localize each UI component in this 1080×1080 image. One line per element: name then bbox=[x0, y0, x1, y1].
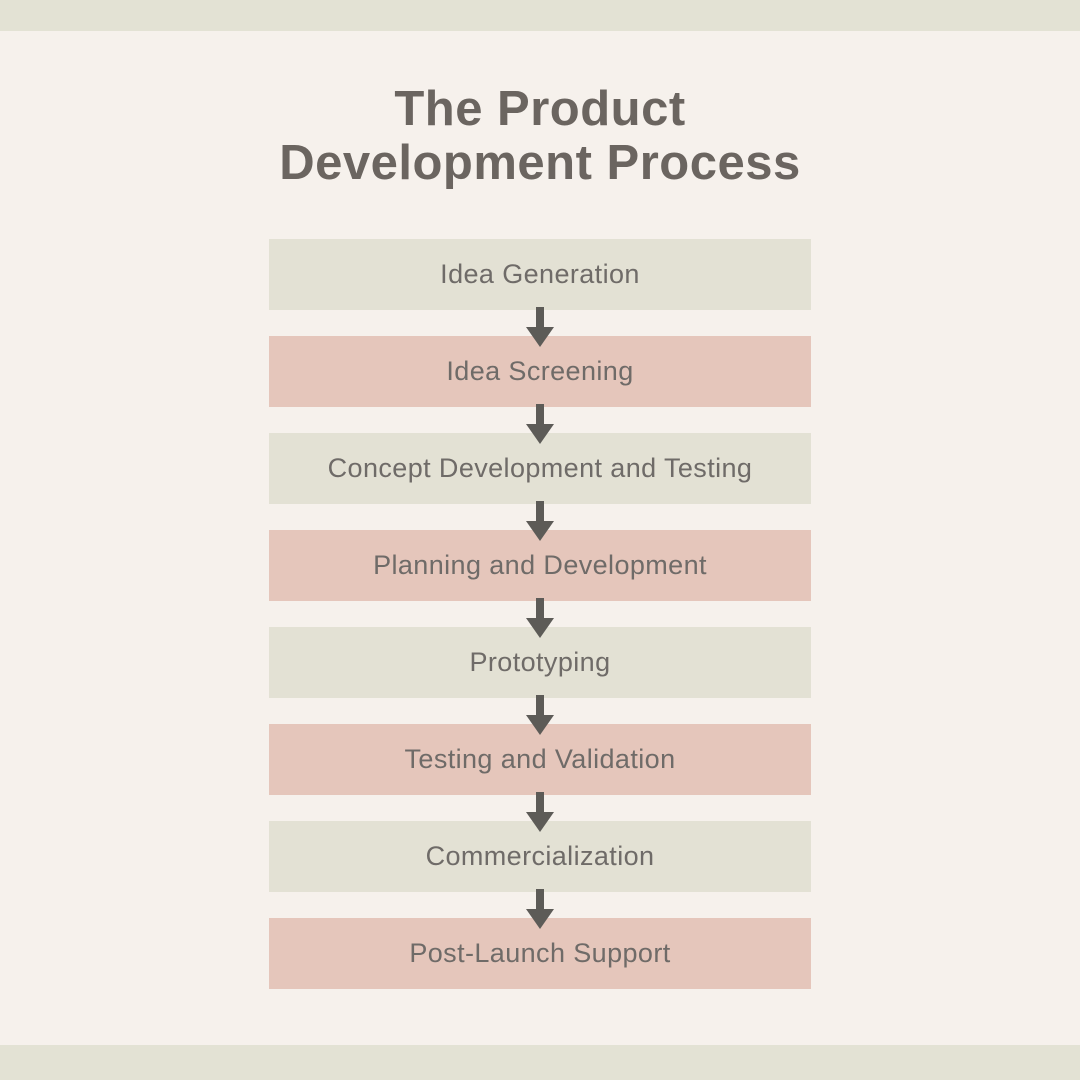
connector-gap bbox=[269, 889, 811, 929]
connector-gap bbox=[269, 792, 811, 832]
down-arrow-icon bbox=[526, 598, 554, 638]
step-label: Post-Launch Support bbox=[409, 938, 671, 968]
title-line-2: Development Process bbox=[279, 136, 801, 190]
title-line-1: The Product bbox=[394, 82, 686, 136]
step-label: Testing and Validation bbox=[404, 744, 676, 774]
step-idea-generation: Idea Generation bbox=[269, 239, 811, 310]
step-label: Idea Generation bbox=[440, 259, 640, 289]
step-label: Prototyping bbox=[469, 647, 611, 677]
connector-gap bbox=[269, 501, 811, 541]
process-flow: Idea Generation Idea Screening Concept D… bbox=[269, 239, 811, 989]
top-band bbox=[0, 0, 1080, 31]
down-arrow-icon bbox=[526, 501, 554, 541]
step-prototyping: Prototyping bbox=[269, 627, 811, 698]
step-label: Commercialization bbox=[425, 841, 655, 871]
step-label: Planning and Development bbox=[373, 550, 707, 580]
down-arrow-icon bbox=[526, 404, 554, 444]
step-testing-and-validation: Testing and Validation bbox=[269, 724, 811, 795]
connector-gap bbox=[269, 598, 811, 638]
down-arrow-icon bbox=[526, 695, 554, 735]
step-idea-screening: Idea Screening bbox=[269, 336, 811, 407]
connector-gap bbox=[269, 695, 811, 735]
step-commercialization: Commercialization bbox=[269, 821, 811, 892]
connector-gap bbox=[269, 307, 811, 347]
down-arrow-icon bbox=[526, 792, 554, 832]
step-label: Concept Development and Testing bbox=[327, 453, 753, 483]
bottom-band bbox=[0, 1045, 1080, 1080]
step-planning-and-development: Planning and Development bbox=[269, 530, 811, 601]
down-arrow-icon bbox=[526, 889, 554, 929]
step-label: Idea Screening bbox=[446, 356, 634, 386]
connector-gap bbox=[269, 404, 811, 444]
down-arrow-icon bbox=[526, 307, 554, 347]
step-post-launch-support: Post-Launch Support bbox=[269, 918, 811, 989]
step-concept-development-and-testing: Concept Development and Testing bbox=[269, 433, 811, 504]
